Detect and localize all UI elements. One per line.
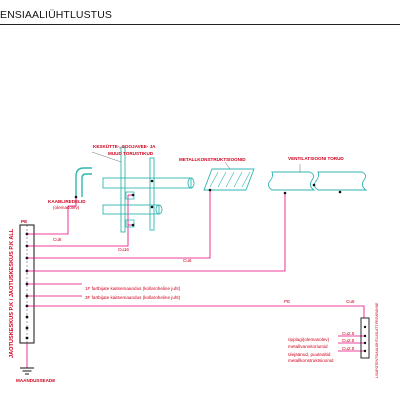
cable-label-metal: Cu6	[183, 258, 192, 263]
aux-1f-label: 1F fartbijate kaitsemaandus (kollaroheli…	[85, 286, 181, 291]
page-title: ENSIAALIÜHTLUSTUS	[0, 9, 112, 21]
title-underline	[0, 24, 400, 25]
heating-pipes-label-2: MUUD TORUSTIKUD	[108, 151, 154, 156]
ground-label: MAANDUSSEADE	[16, 378, 55, 383]
cable-tray: KAABLIREDELID (olemasolev)	[48, 167, 92, 210]
cable-label-pe: Cu6	[346, 299, 355, 304]
equipment-label-3: ülejäänud, puutealtid	[288, 352, 331, 357]
heating-pipes-label: KESKÜTTE-, SOOJAVEE- JA	[93, 143, 156, 149]
ground-connection: MAANDUSSEADE	[16, 343, 55, 383]
heating-pipes: KESKÜTTE-, SOOJAVEE- JA MUUD TORUSTIKUD	[91, 143, 195, 233]
cable-label-tray: Cu6	[53, 237, 62, 242]
equalization-wires	[27, 190, 365, 352]
cable-tray-sub-label: (olemasolev)	[53, 205, 80, 210]
metal-structures-label: METALLKONSTRUKTSIOONID	[179, 157, 246, 162]
aux-3f-label: 3F fartbijate kaitsemaandus (kollaroheli…	[85, 295, 181, 300]
cable-tray-label: KAABLIREDELID	[48, 199, 86, 204]
local-equalization-bar: LISAPOTENTSIAALIÜHTLUSLATT PEGARANNE Cu2…	[288, 302, 379, 378]
metal-structures: METALLKONSTRUKTSIOONID	[179, 157, 255, 192]
pe-line-label: PE	[284, 299, 290, 304]
ventilation-ducts: VENTILATSIOONI TORUD	[267, 156, 368, 195]
pe-bus-bar: PE	[19, 219, 35, 344]
cable-label-pipes: Cu16	[118, 247, 129, 252]
equipment-label-2: metallvannitoriumid	[288, 344, 328, 349]
local-bar-label: LISAPOTENTSIAALIÜHTLUSLATT PEGARANNE	[375, 302, 379, 378]
cable-label-equip-3: Cu2.5	[342, 346, 355, 351]
equipment-label-4: metallkonstruktsioonid	[288, 358, 334, 363]
pe-bar-label: PE	[21, 219, 27, 224]
equipment-label-1: ripplagi(olemasolev)	[288, 337, 330, 342]
cable-label-equip-1: Cu2.5	[342, 331, 355, 336]
distribution-board-label: JAOTUSKESKUS P.K / JAOTUSKESKUS P.K ALL	[9, 228, 15, 358]
ventilation-label: VENTILATSIOONI TORUD	[288, 156, 344, 161]
cable-label-equip-2: Cu2.5	[342, 338, 355, 343]
